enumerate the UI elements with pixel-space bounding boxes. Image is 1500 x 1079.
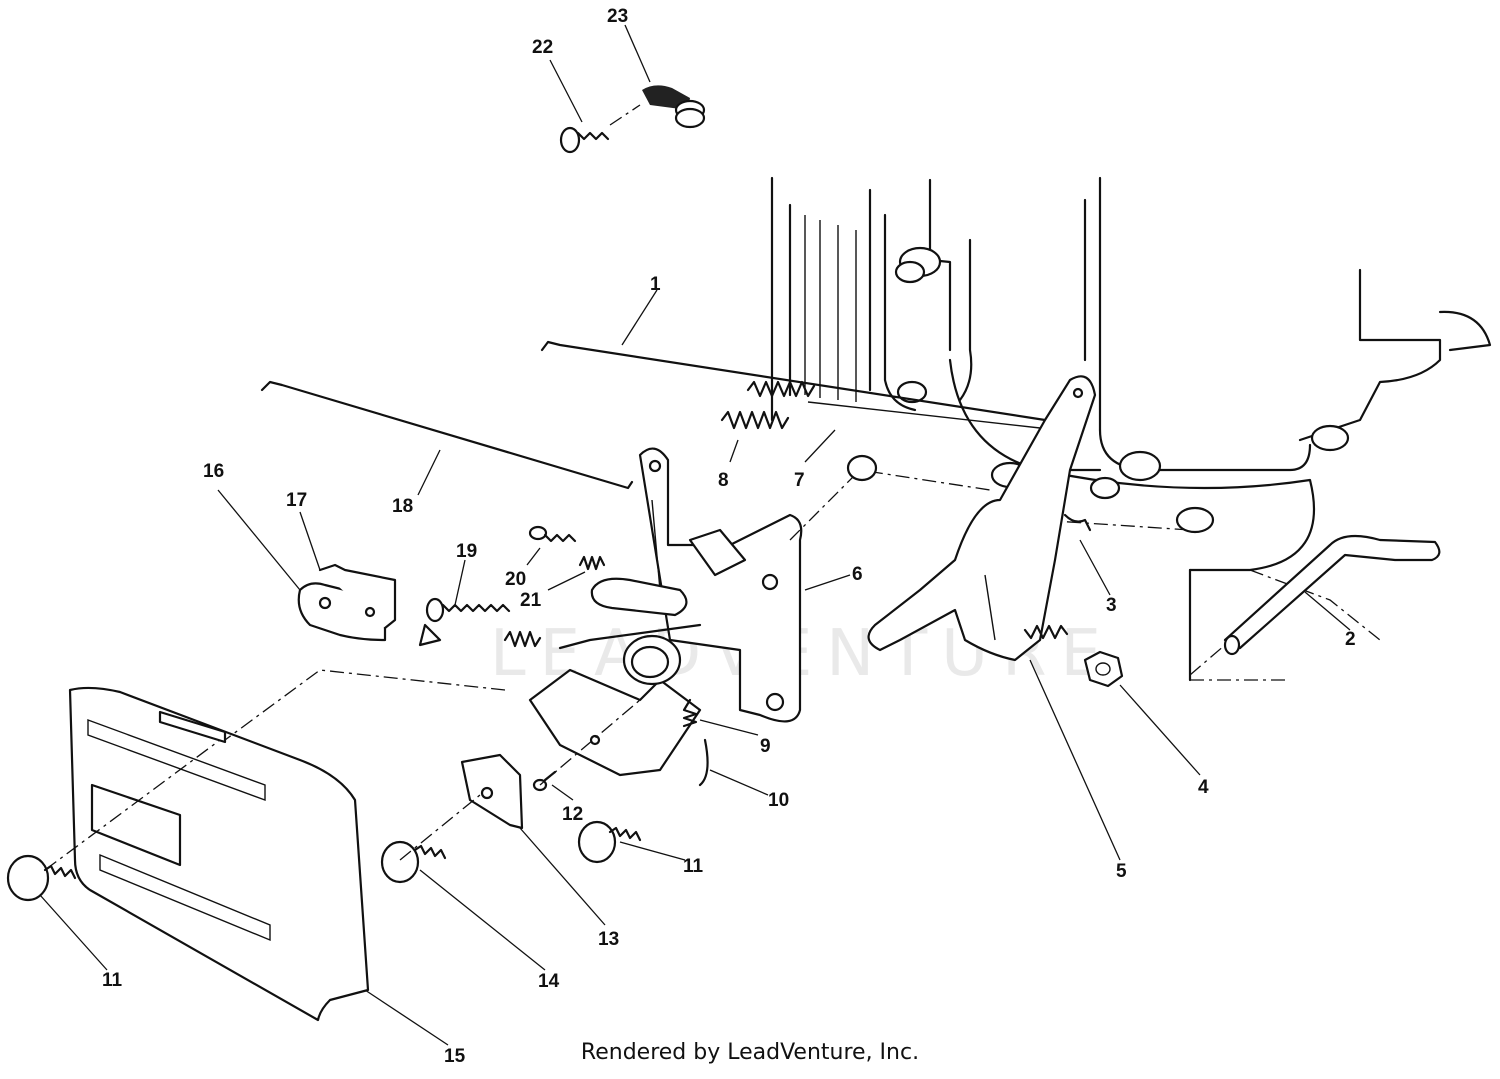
part-15-cover-plate: [68, 686, 370, 1022]
callout-11-left: 11: [102, 970, 123, 991]
control-lever-assembly: [528, 577, 709, 787]
callout-11-right: 11: [683, 856, 704, 877]
part-18-link-rod: [260, 380, 634, 490]
callout-3: 3: [1106, 595, 1117, 616]
callout-12: 12: [562, 804, 583, 825]
part-4-nut: [1083, 650, 1124, 688]
part-16-17-bracket: [297, 563, 442, 647]
footer-credit: Rendered by LeadVenture, Inc.: [580, 1040, 920, 1065]
callout-8: 8: [718, 470, 729, 491]
part-21-spring: [503, 555, 606, 648]
callout-leaders: [39, 24, 1351, 1046]
part-5-control-lever: [867, 375, 1097, 662]
callout-23: 23: [607, 6, 628, 27]
alignment-lines: [44, 454, 991, 871]
part-23-clamp: [609, 85, 706, 129]
callout-15: 15: [444, 1046, 466, 1067]
callout-1: 1: [650, 274, 661, 295]
part-7-spring: [746, 380, 1041, 429]
part-19-screw: [425, 597, 511, 623]
part-3-bushing: [1063, 513, 1092, 532]
callout-16: 16: [203, 461, 224, 482]
callout-14: 14: [538, 971, 560, 992]
callout-labels: 1 2 3 4 5 6 7 8 9 10 11 11 12 13 14 15 1…: [102, 6, 1356, 1067]
part-14-bolt: [380, 840, 447, 884]
engine-block: [770, 176, 1492, 682]
callout-20: 20: [505, 569, 526, 590]
callout-5: 5: [1116, 861, 1127, 882]
part-22-screw: [559, 126, 610, 154]
part-11-bolt-left: [6, 854, 77, 902]
callout-10: 10: [768, 790, 789, 811]
callout-17: 17: [286, 490, 307, 511]
callout-21: 21: [520, 590, 542, 611]
callout-6: 6: [852, 564, 863, 585]
part-20-screw: [528, 525, 577, 543]
callout-19: 19: [456, 541, 477, 562]
callout-4: 4: [1198, 777, 1209, 798]
callout-9: 9: [760, 736, 771, 757]
callout-7: 7: [794, 470, 805, 491]
part-2-crank: [1189, 534, 1441, 676]
callout-18: 18: [392, 496, 413, 517]
callout-22: 22: [532, 37, 553, 58]
callout-13: 13: [598, 929, 619, 950]
part-1-link-rod: [540, 340, 1060, 422]
part-11-bolt-right: [577, 820, 642, 864]
part-8-spring: [720, 410, 790, 430]
part-13-clip: [460, 753, 524, 830]
part-6-control-bracket: [638, 447, 803, 723]
callout-2: 2: [1345, 629, 1356, 650]
